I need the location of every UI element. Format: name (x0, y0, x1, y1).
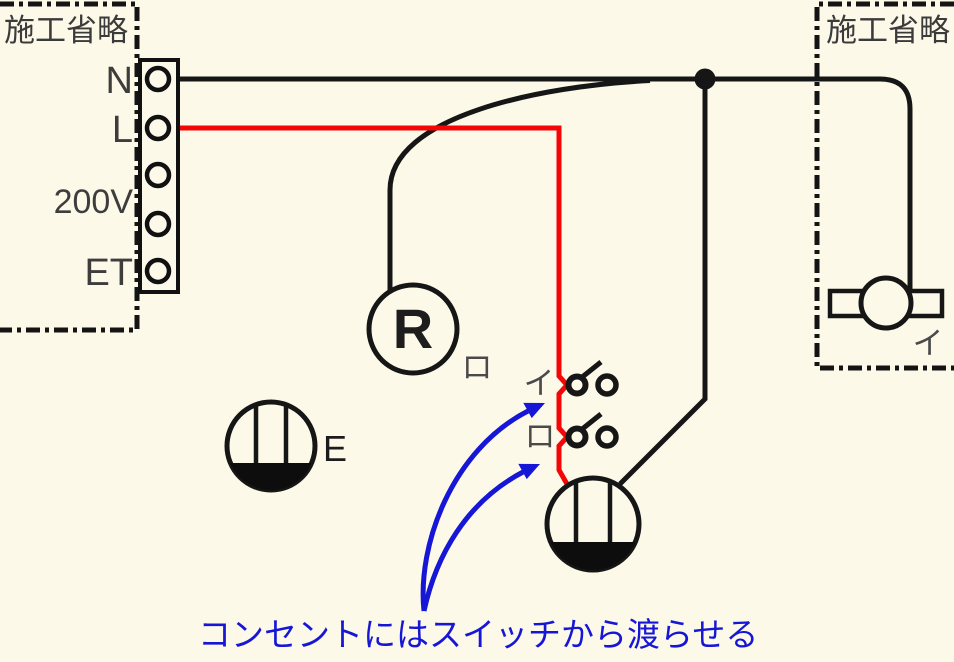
switch-ro-contact-right (595, 425, 619, 449)
switch-i-label: イ (524, 366, 555, 401)
lamp-r-circuit-label: ロ (462, 350, 493, 385)
terminal-200v-1 (144, 161, 172, 189)
terminal-n (144, 65, 172, 93)
lamp-r-letter: R (393, 297, 433, 360)
ceiling-light-circuit-label: イ (913, 326, 944, 361)
annotation-arrows (420, 408, 530, 612)
outlet-switched (544, 475, 642, 573)
switch-ro: ロ (525, 412, 619, 454)
lamp-branch-wire (387, 78, 651, 291)
switch-ro-label: ロ (525, 419, 556, 454)
ceiling-light-right: イ (827, 275, 945, 361)
junction-dot (694, 68, 716, 90)
terminal-label-l: L (112, 109, 133, 151)
neutral-wire-group (170, 76, 913, 486)
annotation-note: コンセントにはスイッチから渡らせる (198, 616, 758, 653)
switch-i: イ (524, 360, 619, 401)
neutral-wire (170, 76, 913, 291)
left-omission-box-border (0, 1, 140, 333)
outlet-earth-label: E (323, 428, 347, 469)
outlet-switched-wall-fill (550, 542, 636, 570)
left-omission-box (0, 1, 140, 333)
lamp-r-circle (366, 282, 460, 376)
live-wire (170, 125, 571, 486)
switch-i-lever (579, 360, 603, 380)
terminal-label-et: ET (84, 252, 133, 294)
outlet-earth: E (224, 399, 347, 493)
annotation-arrowhead-lower (518, 463, 540, 480)
right-omission-label: 施工省略 (826, 13, 950, 48)
terminal-block: N L 200V ET (54, 58, 180, 294)
switch-ro-lever (579, 412, 603, 432)
switch-ro-contact-left (565, 425, 589, 449)
ceiling-light-circle (858, 275, 914, 331)
terminal-200v-2 (144, 210, 172, 238)
switch-i-contact-right (595, 373, 619, 397)
terminal-label-n: N (106, 60, 133, 102)
lamp-r: R ロ (366, 282, 493, 385)
terminal-et (144, 257, 172, 285)
annotation-arrow-lower (421, 469, 525, 612)
annotation-arrow-upper (420, 408, 530, 612)
annotation-arrowhead-upper (523, 402, 545, 419)
terminal-label-200v: 200V (54, 183, 134, 221)
left-omission-label: 施工省略 (4, 13, 128, 48)
right-omission-box (814, 1, 954, 371)
right-omission-box-border (814, 1, 954, 371)
switch-i-contact-left (565, 373, 589, 397)
outlet-drop-wire (618, 79, 708, 486)
outlet-earth-wall-fill (230, 463, 312, 491)
terminal-l (144, 114, 172, 142)
